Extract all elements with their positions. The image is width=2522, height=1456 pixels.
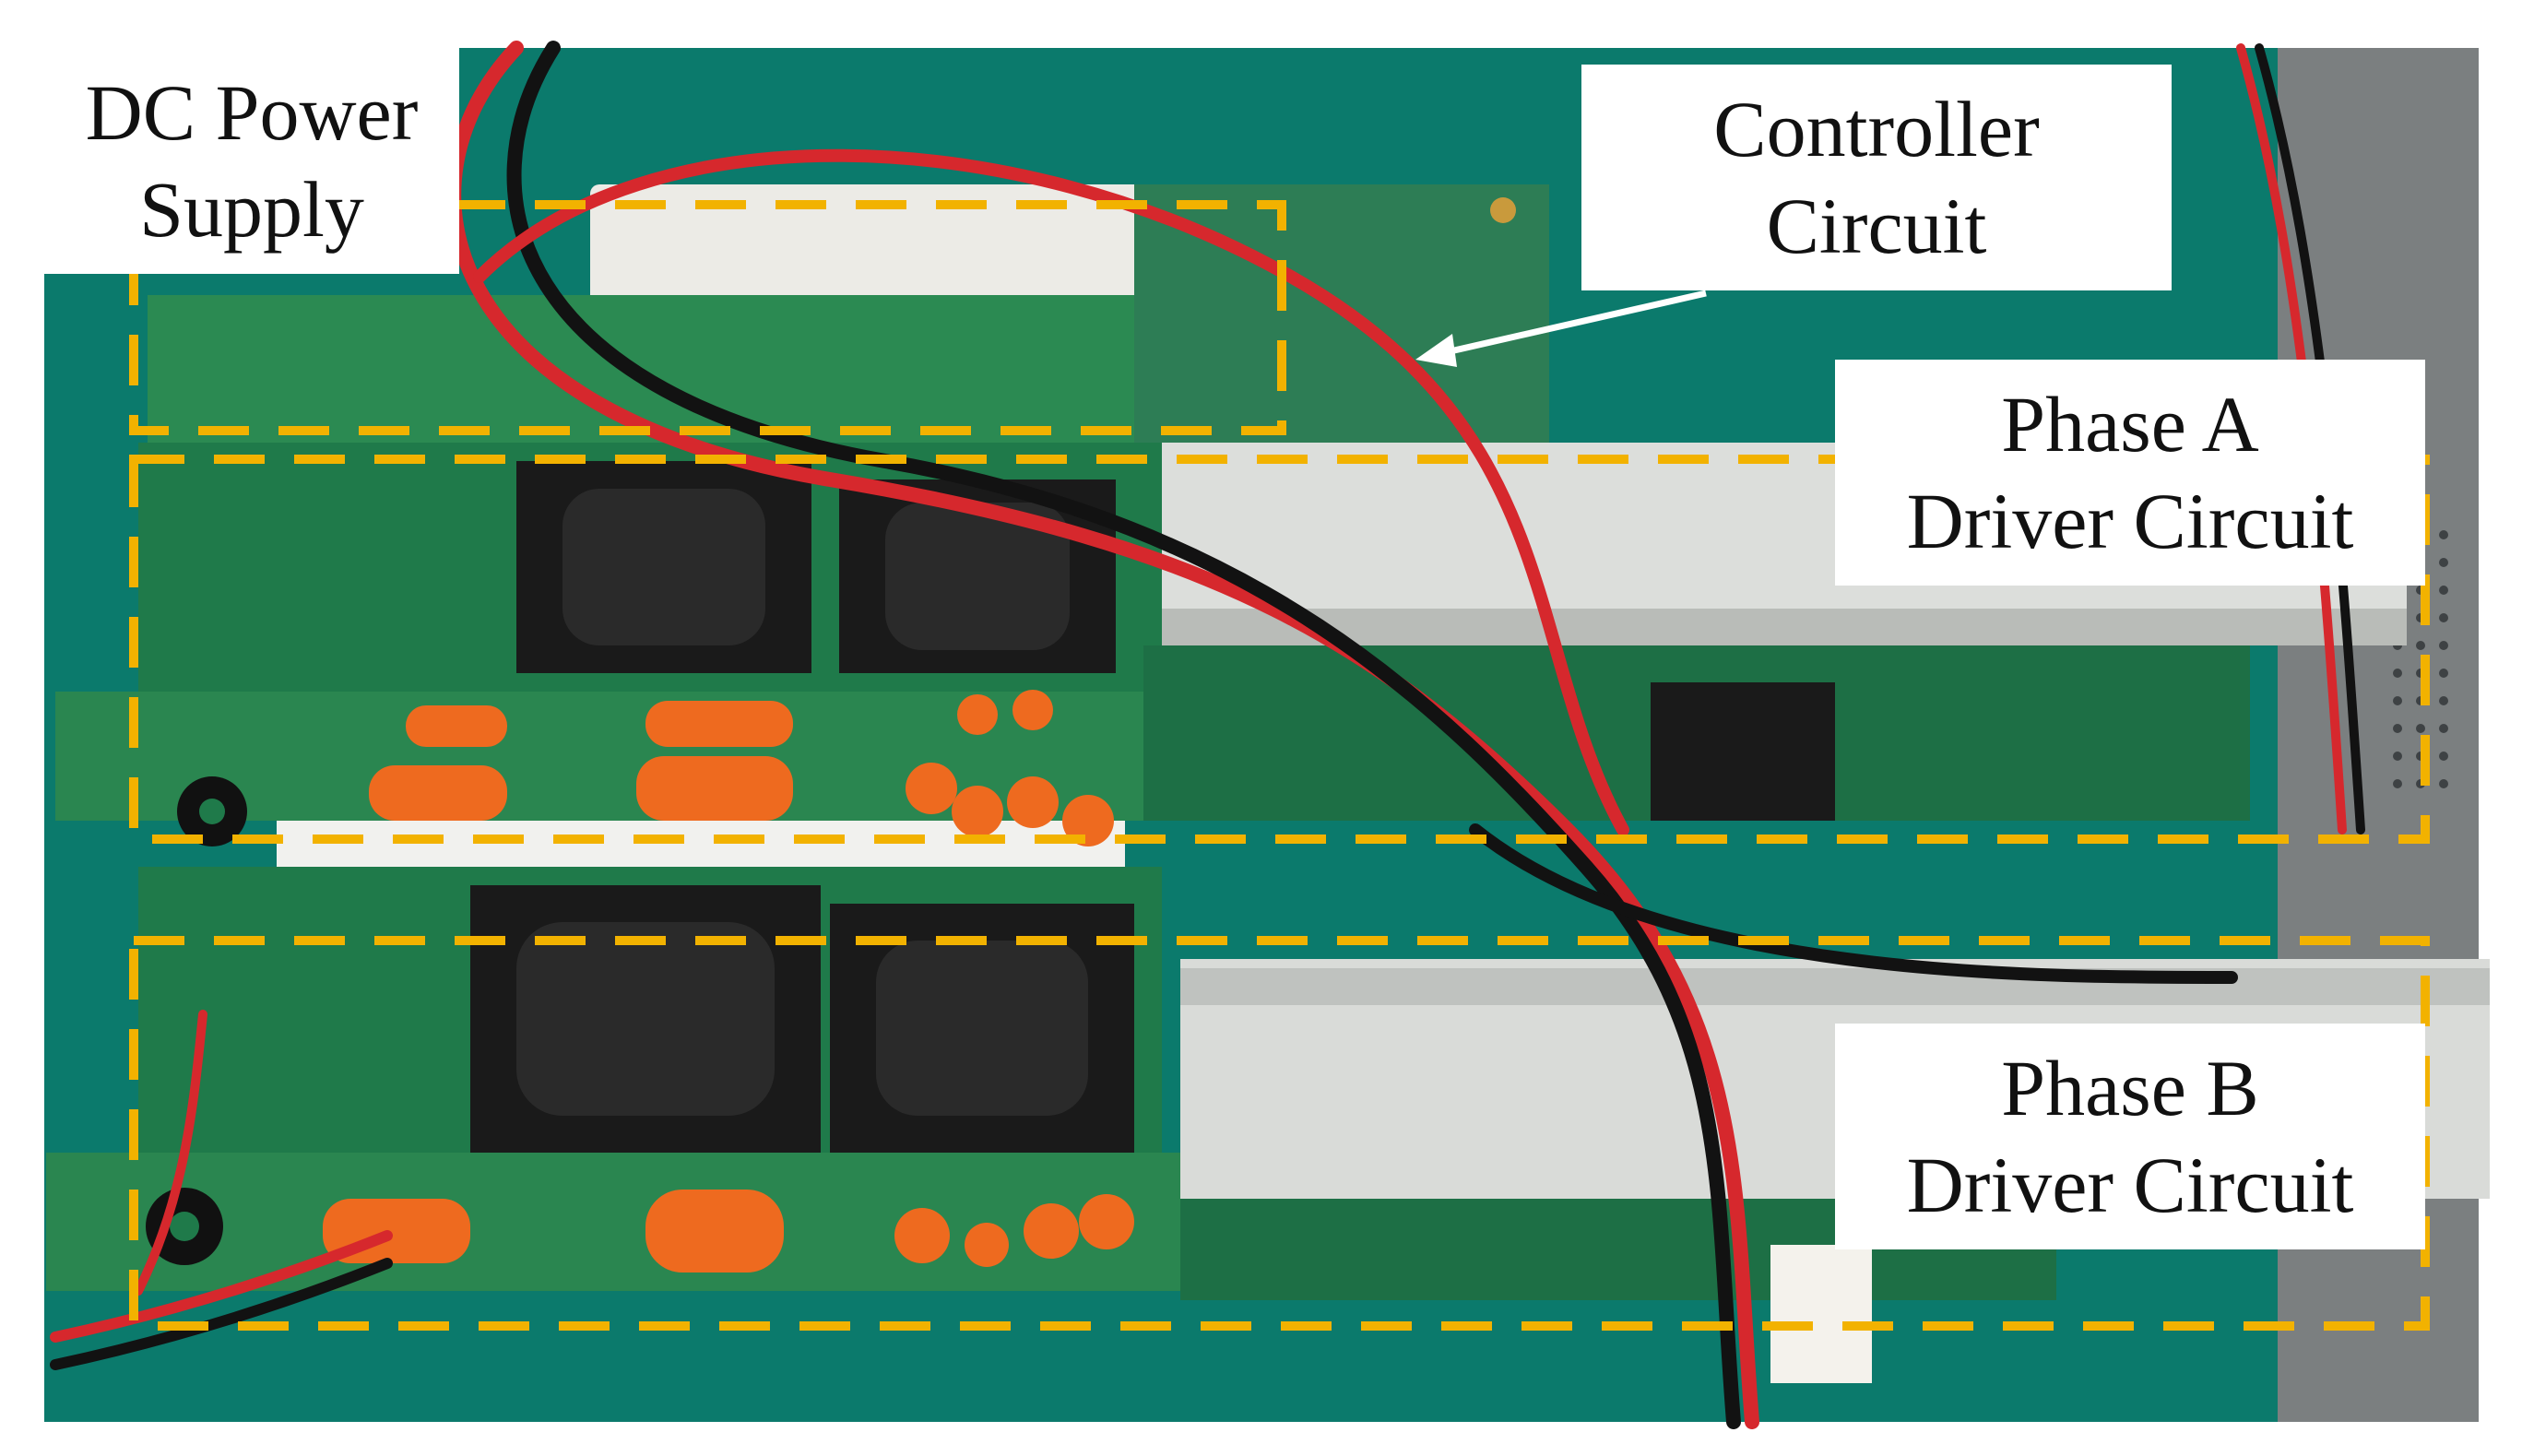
phase-b-driver-label-line1: Phase B <box>2001 1043 2259 1132</box>
controller-circuit-label-line2: Circuit <box>1766 181 1987 270</box>
dc-power-supply-label-line2: Supply <box>139 164 364 254</box>
phase-a-transformer-1-core <box>562 489 765 645</box>
phase-b-driver-region <box>129 936 2430 1331</box>
phase-a-transformer-2-core <box>885 503 1070 650</box>
dc-power-supply-label: DC Power Supply <box>44 48 459 274</box>
controller-connector <box>1490 197 1516 223</box>
phase-b-connector <box>1770 1245 1872 1383</box>
dc-supply-module <box>590 184 1143 323</box>
phase-b-transformer-1-core <box>516 922 775 1116</box>
phase-a-driver-region <box>129 455 2430 844</box>
phase-b-transformer-2-core <box>876 941 1088 1116</box>
callout-regions <box>129 200 2430 1331</box>
controller-circuit-label-line1: Controller <box>1713 84 2040 173</box>
phase-a-capacitors <box>369 690 1114 846</box>
phase-b-driver-label: Phase B Driver Circuit <box>1835 1024 2425 1249</box>
phase-a-driver-label-line1: Phase A <box>2001 379 2259 468</box>
controller-pointer-arrow <box>1415 290 1707 367</box>
phase-a-driver-label: Phase A Driver Circuit <box>1835 360 2425 586</box>
phase-b-cap-pcb <box>46 1153 1199 1291</box>
phase-a-driver-label-line2: Driver Circuit <box>1906 476 2354 565</box>
phase-a-connector <box>1651 682 1835 821</box>
controller-circuit-label: Controller Circuit <box>1581 65 2172 290</box>
dc-power-supply-label-line1: DC Power <box>85 67 419 157</box>
phase-a-heatsink-edge <box>1162 609 2407 645</box>
phase-b-heatsink-edge <box>1180 968 2490 1005</box>
phase-b-driver-label-line2: Driver Circuit <box>1906 1140 2354 1229</box>
dc-power-supply-region <box>129 200 1286 435</box>
